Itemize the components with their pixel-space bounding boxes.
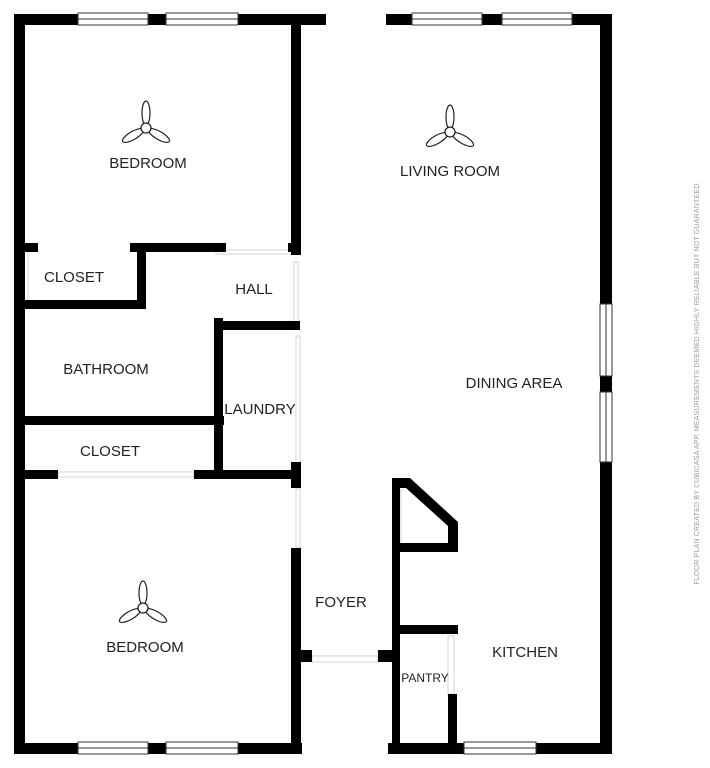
room-label-pantry: PANTRY [401, 671, 449, 685]
ceiling-fan-icon [423, 104, 477, 150]
room-label-living-room: LIVING ROOM [400, 163, 500, 180]
window-icon [599, 303, 613, 377]
ceiling-fan-icon [116, 580, 170, 626]
ceiling-fan-icon [119, 100, 173, 146]
window-icon [463, 741, 537, 755]
room-labels: BEDROOM LIVING ROOM CLOSET HALL BATHROOM… [44, 155, 562, 685]
room-label-closet-bottom: CLOSET [80, 443, 140, 460]
window-icon [599, 391, 613, 463]
window-icon [411, 12, 483, 26]
room-label-dining-area: DINING AREA [466, 375, 563, 392]
room-label-hall: HALL [235, 281, 273, 298]
window-icon [165, 741, 239, 755]
room-label-bedroom-bottom: BEDROOM [106, 639, 184, 656]
windows [77, 12, 613, 755]
room-label-foyer: FOYER [315, 594, 367, 611]
room-label-laundry: LAUNDRY [224, 401, 295, 418]
disclaimer-text: FLOOR PLAN CREATED BY CUBICASA APP. MEAS… [694, 181, 701, 584]
window-icon [77, 741, 149, 755]
room-label-bathroom: BATHROOM [63, 361, 149, 378]
window-icon [501, 12, 573, 26]
window-icon [165, 12, 239, 26]
window-icon [77, 12, 149, 26]
room-label-bedroom-top: BEDROOM [109, 155, 187, 172]
room-label-closet-top: CLOSET [44, 269, 104, 286]
room-label-kitchen: KITCHEN [492, 644, 558, 661]
